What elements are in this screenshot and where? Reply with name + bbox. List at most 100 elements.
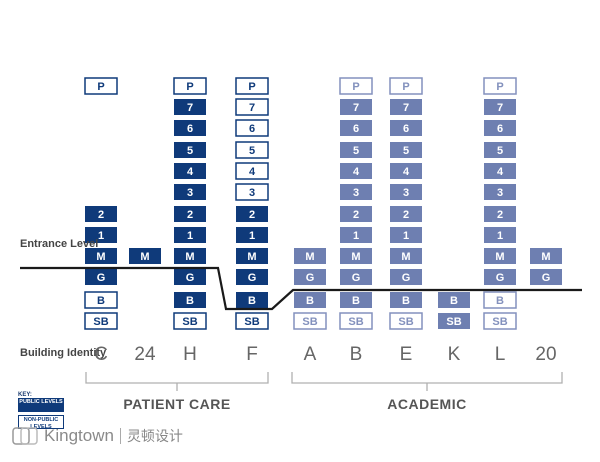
level-box-E-B: B [390, 292, 422, 308]
level-box-label: G [402, 272, 411, 284]
level-box-B-M: M [340, 248, 372, 264]
level-box-B-SB: SB [339, 312, 373, 330]
level-box-rect [390, 206, 422, 222]
level-box-L-1: 1 [484, 227, 516, 243]
level-box-rect [484, 206, 516, 222]
level-box-rect [340, 120, 372, 136]
level-box-L-SB: SB [483, 312, 517, 330]
level-box-rect [390, 120, 422, 136]
level-box-rect [390, 227, 422, 243]
level-box-C-M: M [85, 248, 117, 264]
level-box-rect [340, 142, 372, 158]
level-box-label: SB [446, 316, 461, 328]
level-box-E-2: 2 [390, 206, 422, 222]
level-box-label: 5 [187, 145, 193, 157]
level-box-rect [174, 184, 206, 200]
level-box-label: M [401, 251, 410, 263]
building-id-20: 20 [535, 344, 557, 365]
level-box-rect [339, 77, 373, 95]
level-box-label: 5 [249, 145, 255, 157]
level-box-rect [235, 312, 269, 330]
level-box-rect [483, 77, 517, 95]
entrance-level-label: Entrance Level [20, 238, 99, 250]
level-box-label: 4 [497, 166, 504, 178]
level-box-rect [84, 77, 118, 95]
building-id-H: H [183, 344, 197, 365]
level-box-label: 2 [98, 209, 104, 221]
level-box-label: B [352, 295, 360, 307]
level-box-rect [235, 162, 269, 180]
level-box-B-1: 1 [340, 227, 372, 243]
level-box-rect [235, 183, 269, 201]
level-box-A-SB: SB [293, 312, 327, 330]
level-box-rect [438, 292, 470, 308]
level-box-label: 6 [497, 123, 503, 135]
level-box-label: 5 [353, 145, 359, 157]
level-box-E-P: P [389, 77, 423, 95]
level-box-rect [340, 99, 372, 115]
level-box-label: P [352, 81, 359, 93]
level-box-rect [84, 291, 118, 309]
brand-watermark: Kingtown 灵顿设计 [12, 426, 183, 446]
level-box-label: 5 [403, 145, 409, 157]
level-box-label: 5 [497, 145, 503, 157]
level-box-label: 7 [497, 102, 503, 114]
level-box-label: 4 [353, 166, 360, 178]
level-box-rect [339, 312, 373, 330]
level-box-rect [484, 99, 516, 115]
level-box-rect [236, 227, 268, 243]
level-box-label: 3 [249, 187, 255, 199]
level-box-L-6: 6 [484, 120, 516, 136]
level-box-label: G [542, 272, 551, 284]
level-box-rect [483, 312, 517, 330]
level-box-H-M: M [174, 248, 206, 264]
level-box-H-1: 1 [174, 227, 206, 243]
building-id-L: L [494, 344, 506, 365]
level-box-E-7: 7 [390, 99, 422, 115]
level-box-rect [340, 163, 372, 179]
level-box-rect [174, 99, 206, 115]
level-box-label: 2 [249, 209, 255, 221]
level-box-rect [390, 184, 422, 200]
level-box-label: M [185, 251, 194, 263]
level-box-B-5: 5 [340, 142, 372, 158]
level-box-F-P: P [235, 77, 269, 95]
level-box-label: B [97, 295, 105, 307]
level-box-label: 2 [497, 209, 503, 221]
level-box-label: 1 [403, 230, 409, 242]
level-box-rect [530, 269, 562, 285]
key-non-public-levels: NON-PUBLIC LEVELS [18, 415, 64, 430]
level-box-B-P: P [339, 77, 373, 95]
key-public-levels: PUBLIC LEVELS [18, 398, 64, 412]
building-identity-label: Building Identity [20, 347, 107, 359]
level-box-24-M: M [129, 248, 161, 264]
level-box-rect [340, 206, 372, 222]
level-box-label: G [352, 272, 361, 284]
level-box-label: 2 [353, 209, 359, 221]
level-box-H-4: 4 [174, 163, 206, 179]
level-box-L-4: 4 [484, 163, 516, 179]
level-box-C-P: P [84, 77, 118, 95]
level-box-F-6: 6 [235, 119, 269, 137]
level-box-C-2: 2 [85, 206, 117, 222]
level-box-label: B [496, 295, 504, 307]
level-box-rect [483, 291, 517, 309]
level-box-rect [235, 119, 269, 137]
level-box-label: SB [492, 316, 507, 328]
legend-key: KEY: PUBLIC LEVELS NON-PUBLIC LEVELS [18, 392, 66, 430]
level-box-label: 2 [187, 209, 193, 221]
level-box-F-5: 5 [235, 141, 269, 159]
level-box-L-7: 7 [484, 99, 516, 115]
level-box-H-5: 5 [174, 142, 206, 158]
building-id-C: C [94, 344, 108, 365]
level-box-rect [235, 98, 269, 116]
level-box-rect [173, 312, 207, 330]
level-box-E-3: 3 [390, 184, 422, 200]
level-box-rect [389, 312, 423, 330]
level-box-label: 1 [249, 230, 255, 242]
level-box-rect [294, 269, 326, 285]
level-box-label: M [351, 251, 360, 263]
level-box-label: 7 [249, 102, 255, 114]
level-box-rect [85, 206, 117, 222]
level-box-label: 2 [403, 209, 409, 221]
